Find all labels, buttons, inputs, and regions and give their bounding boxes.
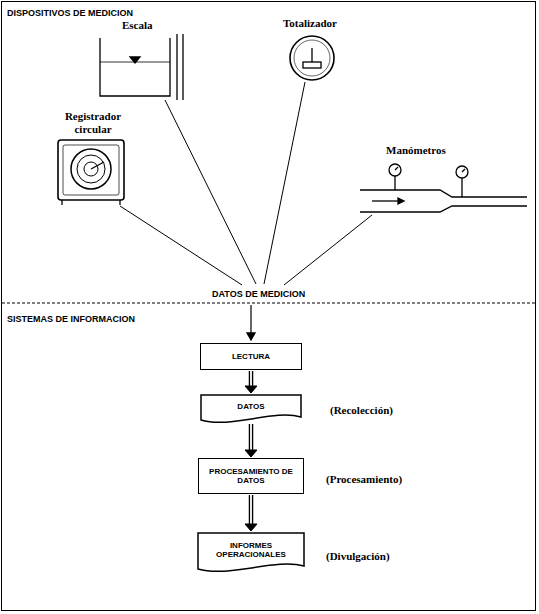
section-heading: DISPOSITIVOS DE MEDICION — [7, 8, 133, 19]
recorder-pen — [91, 162, 104, 169]
flow-arrow — [372, 200, 398, 201]
counter-window — [303, 62, 321, 68]
recorder-chart — [77, 155, 105, 183]
node-text: DATOS — [229, 400, 272, 419]
connector-line — [250, 494, 252, 525]
device-label: Registrador circular — [48, 110, 138, 136]
data-line — [284, 215, 372, 285]
connector-line — [249, 495, 254, 524]
node-text: PROCESAMIENTO DE DATOS — [199, 465, 303, 487]
recorder-foot — [119, 200, 120, 205]
pipe — [360, 206, 527, 212]
gauge-needle — [395, 167, 398, 170]
node-text: LECTURA — [224, 350, 278, 363]
section-divider — [2, 303, 537, 304]
arrow-head — [245, 450, 257, 457]
document-shape: INFORMES OPERACIONALES — [197, 532, 305, 574]
gauge-bar — [176, 34, 177, 100]
flow-arrow — [245, 423, 257, 457]
flow-arrow — [245, 494, 257, 531]
data-line — [165, 100, 256, 284]
data-line — [264, 82, 305, 284]
stage-label: (Recolección) — [330, 404, 393, 417]
dial-needle — [311, 48, 312, 62]
recorder-foot — [61, 200, 62, 205]
totalizer-dial — [290, 36, 334, 80]
input-arrow — [250, 305, 251, 334]
gauge-stem — [394, 176, 395, 190]
section-heading: SISTEMAS DE INFORMACION — [7, 314, 135, 325]
node-text: INFORMES OPERACIONALES — [197, 539, 305, 567]
pressure-gauge — [456, 166, 468, 178]
connector-line — [250, 423, 252, 451]
document-outline — [201, 395, 301, 422]
gauge-needle — [462, 169, 465, 172]
connector-line — [249, 424, 254, 450]
device-label: Manómetros — [386, 144, 446, 157]
process-box: LECTURA — [200, 343, 302, 370]
data-label: DATOS DE MEDICION — [210, 289, 307, 300]
process-box: PROCESAMIENTO DE DATOS — [198, 458, 304, 494]
document-outline — [198, 533, 304, 571]
pressure-gauge — [389, 164, 401, 176]
document-shape: DATOS — [200, 394, 302, 425]
arrow-head — [245, 386, 257, 393]
recorder-housing — [58, 140, 124, 200]
stage-label: (Procesamiento) — [326, 473, 402, 486]
recorder-chart — [71, 149, 111, 189]
input-arrow — [247, 333, 255, 340]
level-marker — [130, 57, 140, 63]
device-label: Escala — [122, 19, 153, 32]
recorder-housing — [63, 145, 119, 195]
pipe — [360, 190, 527, 197]
connector-line — [250, 370, 252, 387]
flow-arrow — [245, 370, 257, 393]
gauge-bar — [182, 34, 183, 100]
device-label: Totalizador — [283, 17, 337, 30]
gauge-stem — [461, 178, 462, 197]
flow-arrow — [398, 198, 404, 204]
tank — [100, 38, 170, 96]
totalizer-dial — [294, 40, 330, 76]
arrow-head — [245, 524, 257, 531]
stage-label: (Divulgación) — [326, 550, 390, 563]
data-line — [120, 206, 242, 285]
connector-line — [249, 371, 254, 386]
